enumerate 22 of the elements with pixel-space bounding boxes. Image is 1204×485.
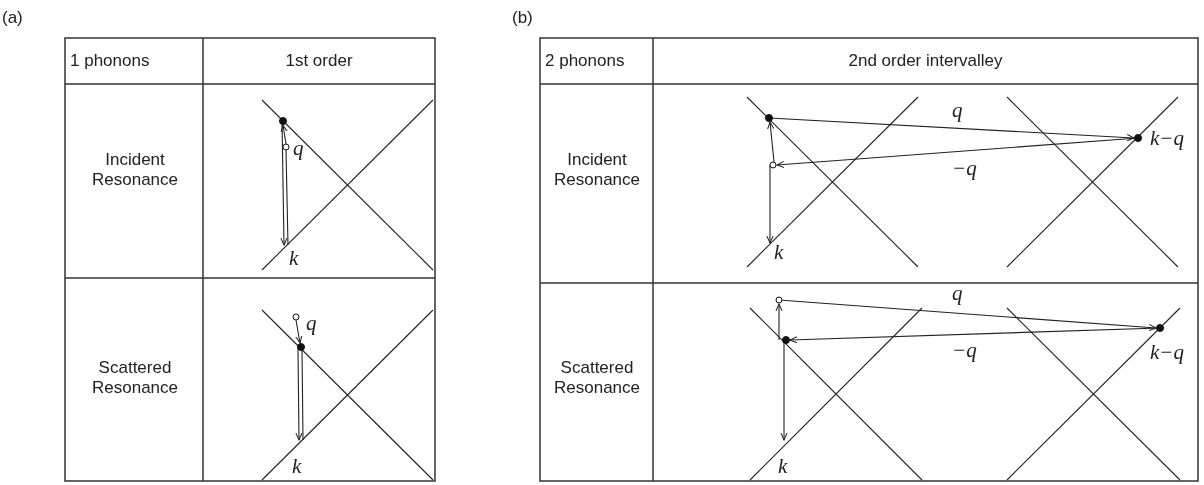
math-label: k bbox=[778, 456, 788, 476]
math-label: −q bbox=[952, 158, 977, 178]
math-label: k bbox=[292, 456, 302, 476]
row-header: Incident Resonance bbox=[553, 150, 641, 190]
column-header: 1 phonons bbox=[70, 51, 150, 71]
math-label: q bbox=[293, 138, 304, 158]
math-label: k bbox=[774, 242, 784, 262]
row-header: Incident Resonance bbox=[91, 150, 179, 190]
math-label: k−q bbox=[1150, 128, 1184, 148]
math-label: q bbox=[952, 283, 963, 303]
row-header: Scattered Resonance bbox=[91, 358, 179, 398]
math-label: −q bbox=[952, 340, 977, 360]
panel-label: (b) bbox=[512, 8, 533, 28]
math-label: q bbox=[952, 100, 963, 120]
math-label: k−q bbox=[1150, 342, 1184, 362]
row-header: Scattered Resonance bbox=[553, 358, 641, 398]
column-header: 2nd order intervalley bbox=[847, 51, 1004, 71]
math-label: q bbox=[306, 313, 317, 333]
column-header: 1st order bbox=[284, 51, 354, 71]
column-header: 2 phonons bbox=[545, 51, 625, 71]
panel-label: (a) bbox=[2, 8, 23, 28]
math-label: k bbox=[289, 248, 299, 268]
